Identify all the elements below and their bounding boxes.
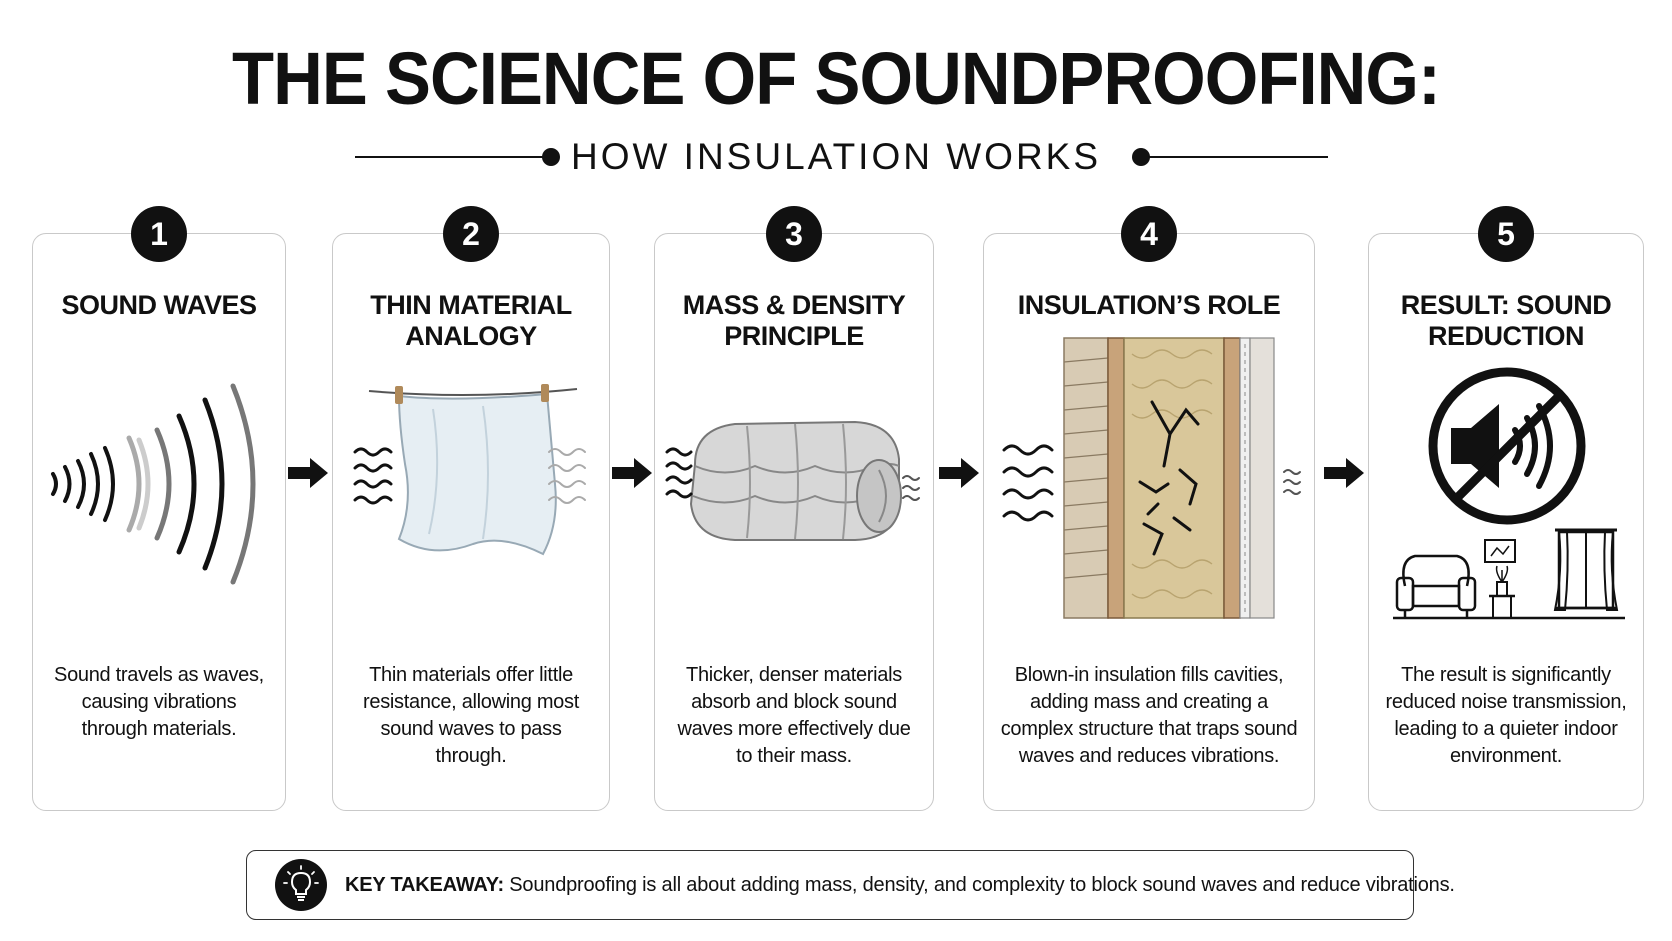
step-description: The result is significantly reduced nois…: [1385, 664, 1627, 767]
step-description: Sound travels as waves, causing vibratio…: [54, 664, 264, 740]
step-title: THIN MATERIAL ANALOGY: [370, 290, 572, 351]
subtitle-dot-right: [1132, 148, 1150, 166]
step-number-badge: 2: [443, 206, 499, 262]
subtitle-rule-right: [1148, 156, 1328, 158]
hanging-sheet-icon: [353, 384, 586, 556]
key-takeaway-label: KEY TAKEAWAY:: [345, 874, 504, 896]
step-number-badge: 4: [1121, 206, 1177, 262]
step-number-badge: 3: [766, 206, 822, 262]
lightbulb-icon: [275, 859, 327, 911]
arrow-right-icon: [939, 458, 979, 488]
arrow-right-icon: [288, 458, 328, 488]
step-description: Blown-in insulation fills cavities, addi…: [1000, 664, 1298, 767]
step-title: SOUND WAVES: [61, 290, 257, 320]
step-number-badge: 5: [1478, 206, 1534, 262]
step-card-2: 2 THIN MATERIAL ANALOGY Thin materials o…: [332, 206, 610, 811]
step-title: RESULT: SOUND REDUCTION: [1400, 290, 1612, 351]
step-card-5: 5 RESULT: SOUND REDUCTION The result is …: [1368, 206, 1644, 811]
page-subtitle: HOW INSULATION WORKS: [570, 136, 1102, 177]
subtitle-row: HOW INSULATION WORKS: [0, 133, 1672, 181]
key-takeaway-message: Soundproofing is all about adding mass, …: [509, 874, 1455, 896]
step-number-badge: 1: [131, 206, 187, 262]
arrow-right-icon: [1324, 458, 1364, 488]
page-title: THE SCIENCE OF SOUNDPROOFING:: [231, 37, 1441, 120]
step-card-1: 1 SOUND WAVES Sound travels as waves, ca…: [32, 206, 286, 811]
living-room-icon: [1393, 528, 1625, 620]
no-sound-icon: [1428, 367, 1586, 525]
step-title: INSULATION’S ROLE: [1017, 290, 1281, 320]
step-description: Thin materials offer little resistance, …: [363, 664, 579, 767]
subtitle-dot-left: [542, 148, 560, 166]
subtitle-rule-left: [355, 156, 545, 158]
step-card-4: 4 INSULATION’S ROLE: [983, 206, 1315, 811]
step-title: MASS & DENSITY PRINCIPLE: [682, 290, 906, 351]
key-takeaway-text: KEY TAKEAWAY: Soundproofing is all about…: [345, 851, 1455, 919]
rolled-blanket-icon: [665, 420, 920, 541]
sound-waves-icon: [51, 383, 256, 585]
key-takeaway-box: KEY TAKEAWAY: Soundproofing is all about…: [246, 850, 1455, 920]
step-description: Thicker, denser materials absorb and blo…: [677, 664, 911, 767]
wall-cross-section-icon: [1002, 337, 1301, 619]
arrow-right-icon: [612, 458, 652, 488]
step-card-3: 3 MASS & DENSITY PRINCIPLE Thicker, dens…: [654, 206, 934, 811]
